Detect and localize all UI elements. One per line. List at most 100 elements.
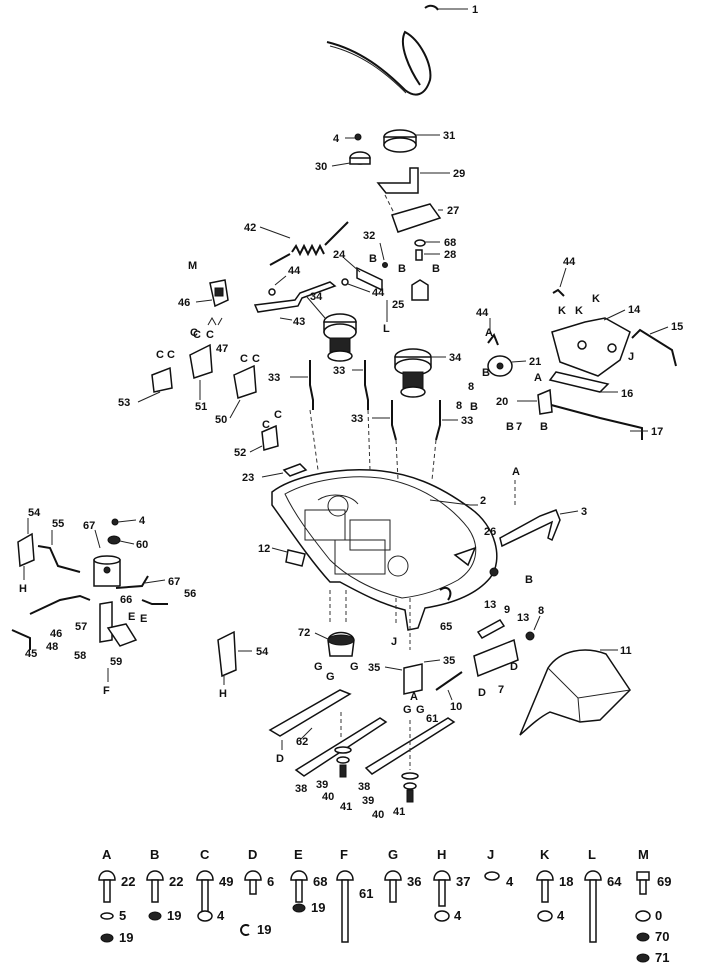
part-label: 48 bbox=[46, 641, 58, 653]
part-label: 35 bbox=[368, 662, 380, 674]
hardware-key-legend: A22519B2219C49419D6E6819F61G36H374J4K184… bbox=[98, 847, 671, 965]
hardware-part-number: 4 bbox=[217, 908, 225, 923]
part-label: 29 bbox=[453, 168, 465, 180]
lock-washer-icon bbox=[636, 953, 650, 963]
bolt-icon bbox=[636, 871, 650, 881]
hardware-part-number: 5 bbox=[119, 908, 126, 923]
part-label: 14 bbox=[628, 304, 641, 316]
hardware-part-number: 18 bbox=[559, 874, 573, 889]
part-label: 54 bbox=[256, 646, 269, 658]
hardware-part-number: 70 bbox=[655, 929, 669, 944]
part-label: 16 bbox=[621, 388, 633, 400]
nut-icon bbox=[537, 910, 553, 922]
fastener-letter: C bbox=[190, 327, 198, 339]
fastener-letter: K bbox=[558, 305, 566, 317]
fastener-letter: C bbox=[193, 329, 201, 341]
fastener-letter: D bbox=[510, 661, 518, 673]
part-label: 33 bbox=[461, 415, 473, 427]
fastener-letter: K bbox=[592, 293, 600, 305]
fastener-letter: C bbox=[167, 349, 175, 361]
nut-icon bbox=[635, 910, 651, 922]
fastener-letter: C bbox=[206, 329, 214, 341]
part-label: 55 bbox=[52, 518, 64, 530]
hardware-letter: D bbox=[248, 847, 257, 862]
part-label: 23 bbox=[242, 472, 254, 484]
part-label: 9 bbox=[504, 604, 510, 616]
part-label: 45 bbox=[25, 648, 37, 660]
spring-part: 42 bbox=[244, 221, 349, 266]
bolt-icon bbox=[341, 879, 349, 943]
washer-icon bbox=[100, 912, 114, 920]
part-label: 8 bbox=[468, 381, 474, 393]
part-label: 10 bbox=[450, 701, 462, 713]
part-label: 62 bbox=[296, 736, 308, 748]
height-rods: 33 33 33 33 bbox=[268, 360, 473, 441]
part-label: 42 bbox=[244, 222, 256, 234]
part-label: 43 bbox=[293, 316, 305, 328]
deck-clip-part: 23 bbox=[242, 463, 308, 484]
part-label: 67 bbox=[83, 520, 95, 532]
hardware-letter: G bbox=[388, 847, 398, 862]
part-label: 34 bbox=[310, 291, 323, 303]
part-label: 46 bbox=[178, 297, 190, 309]
part-label: 57 bbox=[75, 621, 87, 633]
blade-left-assembly: 38 39 40 41 bbox=[294, 712, 388, 813]
part-label: 3 bbox=[581, 506, 587, 518]
part-label: 25 bbox=[392, 299, 404, 311]
nut-icon bbox=[434, 910, 450, 922]
fastener-letter: B bbox=[369, 253, 377, 265]
part-label: 52 bbox=[234, 447, 246, 459]
part-label: 33 bbox=[333, 365, 345, 377]
part-label: 7 bbox=[498, 684, 504, 696]
lock-washer-icon bbox=[100, 933, 114, 943]
fastener-letter: G bbox=[314, 661, 323, 673]
fastener-letter: C bbox=[156, 349, 164, 361]
hardware-letter: F bbox=[340, 847, 348, 862]
part-label: 28 bbox=[444, 249, 456, 261]
deck-lower-parts: 65 J bbox=[391, 586, 452, 648]
blade-right-assembly: 38 39 40 41 bbox=[358, 717, 456, 821]
hardware-part-number: 37 bbox=[456, 874, 470, 889]
hardware-part-number: 19 bbox=[311, 900, 325, 915]
hardware-part-number: 64 bbox=[607, 874, 622, 889]
fastener-letter: B bbox=[525, 574, 533, 586]
bolt-icon bbox=[589, 879, 597, 943]
fastener-letter: B bbox=[398, 263, 406, 275]
fastener-letter: K bbox=[575, 305, 583, 317]
fastener-letter: C bbox=[252, 353, 260, 365]
part-label: 17 bbox=[651, 426, 663, 438]
hardware-part-number: 19 bbox=[119, 930, 133, 945]
fastener-letter: A bbox=[512, 466, 520, 478]
fastener-letter: B bbox=[482, 367, 490, 379]
hardware-letter: C bbox=[200, 847, 210, 862]
bolt-icon bbox=[389, 879, 397, 903]
fastener-letter: A bbox=[485, 327, 493, 339]
fastener-letter: C bbox=[274, 409, 282, 421]
fastener-letter: G bbox=[416, 704, 425, 716]
hardware-part-number: 4 bbox=[557, 908, 565, 923]
part-label: 47 bbox=[216, 343, 228, 355]
part-label: 13 bbox=[517, 612, 529, 624]
bolt-icon bbox=[196, 870, 214, 881]
fastener-letter: M bbox=[188, 260, 197, 272]
fastener-letter: B bbox=[506, 421, 514, 433]
spindle-shaft-right: 35 35 A G G 61 bbox=[368, 655, 455, 725]
ring-icon bbox=[240, 924, 250, 936]
part-label: 35 bbox=[443, 655, 455, 667]
fastener-letter: D bbox=[478, 687, 486, 699]
fastener-letter: F bbox=[103, 685, 110, 697]
discharge-chute: 11 bbox=[519, 645, 632, 736]
chute-hinge-parts: 9 13 13 8 7 D D bbox=[473, 599, 544, 699]
bolt-icon bbox=[201, 879, 209, 915]
part-label: 61 bbox=[426, 713, 438, 725]
part-label: 56 bbox=[184, 588, 196, 600]
washer-icon bbox=[484, 871, 500, 881]
lock-washer-icon bbox=[292, 903, 306, 913]
bolt-icon bbox=[384, 870, 402, 881]
fastener-letter: E bbox=[128, 611, 135, 623]
hardware-part-number: 4 bbox=[506, 874, 514, 889]
part-label: 30 bbox=[315, 161, 327, 173]
left-lift-assembly: 54 H 55 67 4 60 67 56 66 57 E E 58 59 F … bbox=[11, 507, 196, 697]
hardware-part-number: 61 bbox=[359, 886, 373, 901]
hardware-part-number: 71 bbox=[655, 950, 669, 965]
